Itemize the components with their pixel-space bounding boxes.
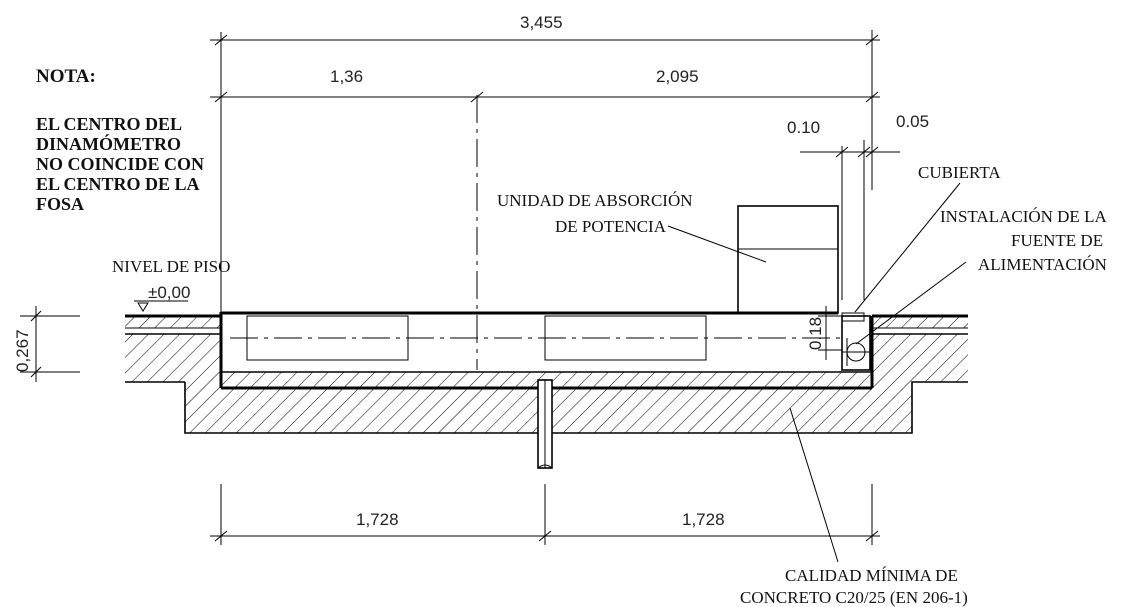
level-marker-icon [137, 302, 149, 312]
cover-height-dimension: 0.18 [806, 306, 842, 360]
label-concrete-2: CONCRETO C20/25 (EN 206-1) [740, 588, 968, 607]
dim-right-part: 2,095 [656, 67, 699, 86]
note-block: NOTA: EL CENTRO DEL DINAMÓMETRO NO COINC… [36, 66, 204, 214]
label-floor-elevation: ±0,00 [148, 283, 190, 302]
power-supply-callout: INSTALACIÓN DE LA FUENTE DE ALIMENTACIÓN [855, 207, 1107, 345]
depth-dimension: 0,267 [13, 306, 80, 382]
dim-bottom-right: 1,728 [682, 510, 725, 529]
dim-left-part: 1,36 [330, 67, 363, 86]
dim-pit-depth: 0,267 [13, 329, 32, 372]
label-power-1: INSTALACIÓN DE LA [940, 207, 1107, 226]
right-slab-finish [872, 316, 968, 328]
dim-total-width: 3,455 [520, 13, 563, 32]
note-line: EL CENTRO DEL [36, 114, 182, 134]
dim-gap-a: 0.10 [787, 118, 820, 137]
note-title: NOTA: [36, 66, 96, 87]
anchor-pin [537, 379, 553, 469]
concrete-callout: CALIDAD MÍNIMA DE CONCRETO C20/25 (EN 20… [740, 407, 968, 607]
label-absorption-unit-1: UNIDAD DE ABSORCIÓN [497, 191, 693, 210]
left-slab-finish [125, 316, 221, 328]
bottom-dimensions: 1,728 1,728 [210, 484, 880, 545]
note-line: DINAMÓMETRO [36, 133, 181, 154]
label-power-3: ALIMENTACIÓN [978, 255, 1107, 274]
note-line: EL CENTRO DE LA [36, 174, 200, 194]
label-floor-level: NIVEL DE PISO [112, 257, 230, 276]
label-absorption-unit-2: DE POTENCIA [555, 217, 667, 236]
dim-bottom-left: 1,728 [356, 510, 399, 529]
power-absorption-unit [737, 205, 839, 314]
label-power-2: FUENTE DE [1011, 231, 1103, 250]
cover-and-power-supply [841, 312, 872, 371]
note-line: NO COINCIDE CON [36, 154, 204, 174]
label-concrete-1: CALIDAD MÍNIMA DE [785, 566, 958, 585]
pit-concrete-mass [125, 334, 968, 433]
floor-level-callout: NIVEL DE PISO ±0,00 [112, 257, 230, 312]
floor-lines [125, 314, 968, 329]
note-line: FOSA [36, 194, 84, 214]
top-dimensions: 3,455 1,36 2,095 0.10 0.05 [210, 13, 929, 312]
label-cover: CUBIERTA [918, 163, 1001, 182]
dim-gap-b: 0.05 [896, 112, 929, 131]
cover-callout: CUBIERTA [854, 163, 1001, 313]
dynamometer-housings [230, 95, 840, 370]
dim-cover-height: 0.18 [806, 317, 825, 350]
absorption-unit-callout: UNIDAD DE ABSORCIÓN DE POTENCIA [497, 191, 767, 263]
